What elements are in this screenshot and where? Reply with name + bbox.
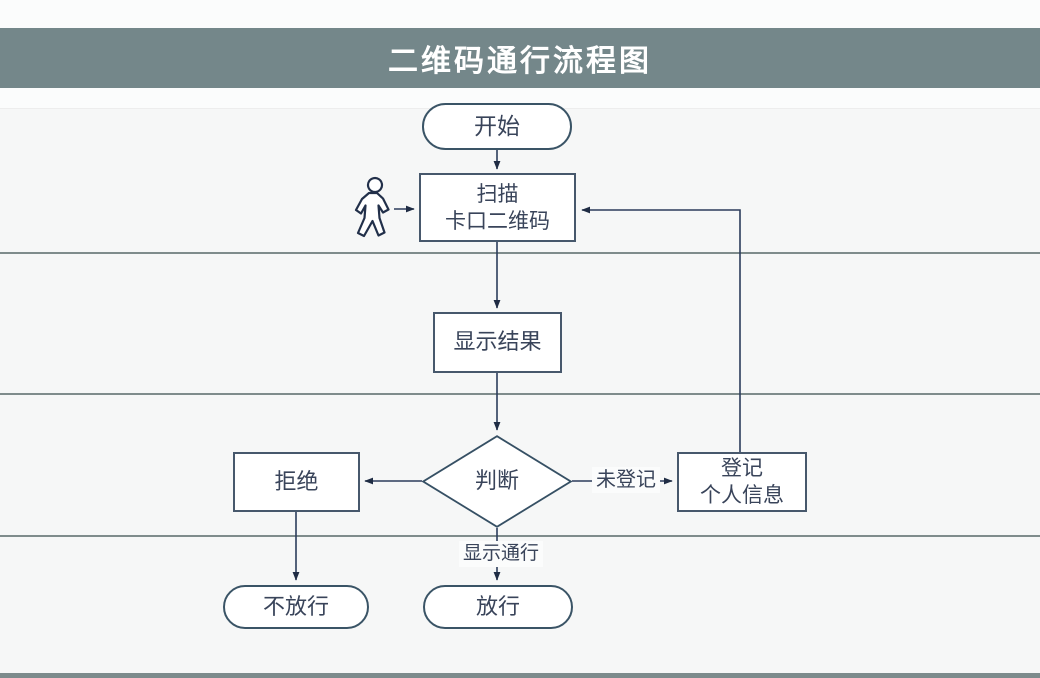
lane-divider-3	[0, 535, 1040, 537]
node-scan-qr: 扫描 卡口二维码	[419, 173, 576, 242]
node-pass: 放行	[423, 585, 573, 629]
title-bar: 二维码通行流程图	[0, 28, 1040, 88]
node-pass-label: 放行	[475, 593, 520, 619]
bottom-border-bar	[0, 673, 1040, 678]
node-decision-label: 判断	[474, 468, 519, 494]
edge-register-to-scan	[581, 206, 741, 452]
diamond-shape	[422, 435, 572, 528]
node-display-result: 显示结果	[433, 312, 562, 373]
page-title: 二维码通行流程图	[388, 45, 652, 78]
node-no-pass: 不放行	[223, 585, 369, 629]
node-display-result-label: 显示结果	[453, 329, 542, 355]
node-decision: 判断	[422, 435, 572, 528]
lane-divider-2	[0, 393, 1040, 395]
node-reject: 拒绝	[233, 452, 360, 512]
node-register-label-line1: 登记	[721, 456, 763, 480]
edge-label-show-pass: 显示通行	[459, 541, 543, 567]
lane-divider-1	[0, 252, 1040, 254]
node-start: 开始	[422, 103, 572, 150]
node-scan-label-line1: 扫描	[476, 181, 519, 206]
node-no-pass-label: 不放行	[262, 593, 329, 619]
node-start-label: 开始	[474, 113, 520, 139]
node-scan-label-line2: 卡口二维码	[445, 208, 550, 233]
node-register-label-line2: 个人信息	[700, 483, 784, 507]
node-reject-label: 拒绝	[274, 468, 319, 494]
edge-label-not-registered: 未登记	[592, 467, 660, 493]
top-margin-strip	[0, 0, 1040, 28]
person-icon	[354, 176, 390, 238]
node-register-info: 登记 个人信息	[677, 452, 807, 512]
